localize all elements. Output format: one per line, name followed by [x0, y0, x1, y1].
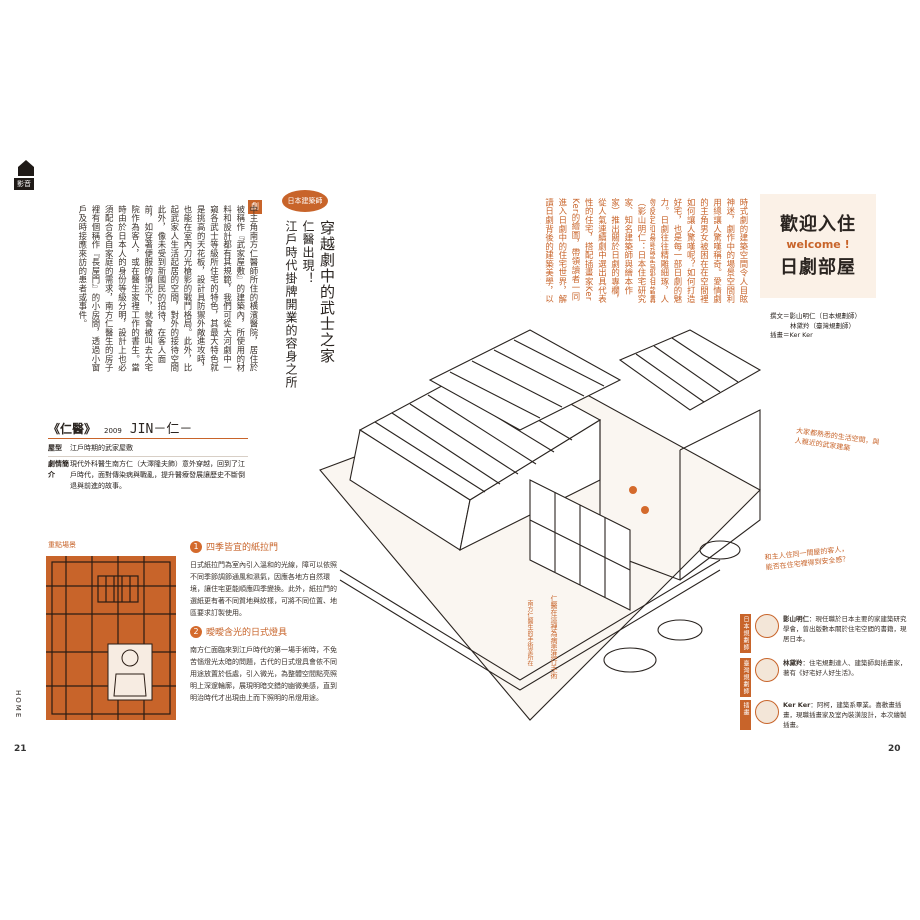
info-value: 現代外科醫生南方仁（大澤隆夫飾）意外穿越，回到了江戶時代，面對傳染病與戰亂，提升… [70, 460, 245, 490]
author-2-name: 林黛羚 [783, 659, 803, 667]
home-label: HOME [14, 690, 22, 720]
feature-title-line-1: 歡迎入住 [780, 214, 856, 235]
author-3: 插畫 Ker Ker：阿柯，建築系畢業。喜歡畫插畫，現職插畫家及室內裝潢設計，本… [740, 700, 910, 730]
headline-line-2: 仁醫出現！ [301, 220, 315, 285]
annotation-1: 大家都熟悉的生活空間，與人親近的武家建築 [794, 426, 880, 453]
headline-line-3: 江戶時代掛牌開業的容身之所 [284, 220, 298, 389]
house-illustration [300, 320, 770, 740]
scene-illustration [46, 556, 176, 720]
feature-title-line-2: 日劇部屋 [780, 257, 856, 278]
intro-text-2: 此外，像未受到新國民的招待，在客人面前，如穿著便服的情況下，就會被叫去大宅院作為… [77, 205, 167, 373]
point-1-title: 四季皆宜的紙拉門 [206, 543, 279, 553]
section-tag: 影音 [14, 178, 34, 190]
author-1-info: 影山明仁：現任職於日本主要的家建築研究學會，曾出版數本關於住宅空間的書籍，現居日… [783, 615, 907, 643]
point-1-number: 1 [190, 540, 202, 553]
work-title-row: 《仁醫》 2009 JIN－仁－ [48, 418, 248, 437]
avatar [755, 700, 779, 724]
headline-line-1: 穿越劇中的武士之家 [318, 220, 336, 364]
right-intro-text-2: （影山明仁：日本住宅研究家、知名建築師與繪本作家）推出關於日劇的專欄，從人氣連續… [540, 198, 647, 304]
point-2-heading: 2 曖曖含光的日式燈具 [190, 625, 340, 638]
point-1: 1 四季皆宜的紙拉門 日式紙拉門為室內引入溫和的光線，障可以依照不同季節調節通風… [190, 540, 340, 629]
info-label: 屋型 [48, 444, 62, 452]
author-3-tag: 插畫 [740, 700, 751, 730]
point-2: 2 曖曖含光的日式燈具 南方仁面臨來到江戶時代的第一場手術時，不免苦惱燈光太暗的… [190, 625, 340, 734]
annotation-3: 仁醫在這裡為病患進行手術 [550, 595, 558, 679]
feature-title-box: 歡迎入住 welcome ! 日劇部屋 [760, 194, 876, 298]
illustration-tag: 重點場景 [48, 541, 76, 549]
drama-marker: 劇 [248, 200, 262, 214]
work-romaji: JIN－仁－ [129, 422, 193, 437]
author-2: 臺灣規劃師 林黛羚：住宅規劃達人、建築師與插畫家，著有《好宅好人好生活》。 [740, 658, 910, 697]
credit-line: 撰文＝影山明仁（日本規劃師） [770, 312, 861, 320]
info-row: 劇情簡介 現代外科醫生南方仁（大澤隆夫飾）意外穿越，回到了江戶時代，面對傳染病與… [48, 457, 248, 494]
author-3-name: Ker Ker [783, 701, 811, 709]
point-1-heading: 1 四季皆宜的紙拉門 [190, 540, 340, 553]
info-value: 江戶時期的武家屋敷 [70, 444, 133, 452]
author-2-tag: 臺灣規劃師 [740, 658, 751, 697]
credit-line: 林黛羚（臺灣規劃師） [790, 321, 855, 330]
intro-text: 中主角南方仁醫師所住的橫濱醫院，居住於被稱作『武家屋敷』的建築內，所使用的材料和… [170, 205, 259, 373]
info-table: 屋型 江戶時期的武家屋敷 劇情簡介 現代外科醫生南方仁（大澤隆夫飾）意外穿越，回… [48, 441, 248, 494]
drama-tag: 日本建築師 [282, 190, 328, 212]
page-number-right: 20 [888, 744, 901, 754]
author-1-name: 影山明仁 [783, 615, 809, 623]
headline: 穿越劇中的武士之家 仁醫出現！ 江戶時代掛牌開業的容身之所 [258, 220, 338, 390]
annotation-left: 南方仁醫生的手術室所在 [526, 600, 533, 666]
point-2-number: 2 [190, 625, 202, 638]
page-number-left: 21 [14, 744, 27, 754]
author-2-info: 林黛羚：住宅規劃達人、建築師與插畫家，著有《好宅好人好生活》。 [783, 659, 907, 677]
point-2-title: 曖曖含光的日式燈具 [206, 628, 288, 638]
point-2-body: 南方仁面臨來到江戶時代的第一場手術時，不免苦惱燈光太暗的問題，古代的日式燈具會依… [190, 646, 337, 702]
point-1-body: 日式紙拉門為室內引入溫和的光線，障可以依照不同季節調節通風和濕氣，因應各地方自然… [190, 561, 337, 617]
credits: 撰文＝影山明仁（日本規劃師） 林黛羚（臺灣規劃師） 插畫＝Ker Ker [770, 312, 900, 341]
info-label: 劇情簡介 [48, 460, 69, 479]
author-1-tag: 日本規劃師 [740, 614, 751, 653]
work-title: 《仁醫》 [48, 422, 97, 436]
house-icon [16, 158, 36, 178]
right-intro-text: 時式劇的建築空間令人目眩神迷，劇作中的場景空間利用總讓人驚嘆稱奇。愛情劇的主角男… [650, 198, 749, 304]
author-3-info: Ker Ker：阿柯，建築系畢業。喜歡畫插畫，現職插畫家及室內裝潢設計，本次繪製… [783, 701, 907, 729]
annotation-2: 和主人住同一間屋的客人，能否在住宅裡得到安全感？ [764, 544, 850, 572]
info-row: 屋型 江戶時期的武家屋敷 [48, 441, 248, 457]
feature-title-welcome: welcome ! [786, 238, 850, 251]
author-1: 日本規劃師 影山明仁：現任職於日本主要的家建築研究學會，曾出版數本關於住宅空間的… [740, 614, 910, 653]
avatar [755, 614, 779, 638]
divider [48, 438, 248, 439]
work-year: 2009 [104, 427, 122, 435]
avatar [755, 658, 779, 682]
credit-line: 插畫＝Ker Ker [770, 331, 813, 339]
